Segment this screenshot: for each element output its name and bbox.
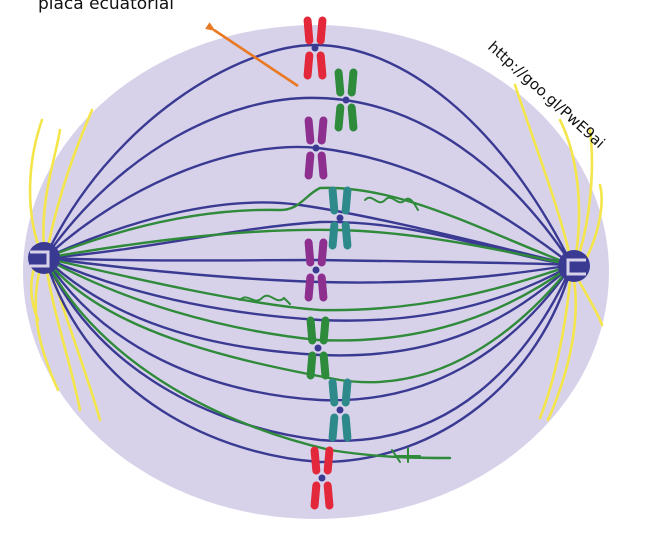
arrow-to-equatorial-plate — [205, 22, 299, 88]
astral-rays-right — [513, 83, 604, 422]
chromosome-3 — [304, 116, 328, 180]
chromosome-8 — [310, 446, 334, 510]
chromosome-1 — [303, 16, 327, 80]
chromosome-5 — [304, 238, 328, 302]
chromosome-6 — [306, 316, 330, 380]
kinetochore-fibers — [43, 186, 574, 460]
spindle-pole-left — [28, 242, 60, 274]
chromosome-7 — [328, 378, 352, 442]
chromosome-2 — [334, 68, 358, 132]
fiber-doodles — [239, 196, 421, 463]
astral-rays-left — [28, 108, 102, 422]
spindle-pole-right — [558, 250, 590, 282]
chromosome-4 — [328, 186, 352, 250]
equatorial-plate-label: placa ecuatorial — [38, 0, 174, 14]
